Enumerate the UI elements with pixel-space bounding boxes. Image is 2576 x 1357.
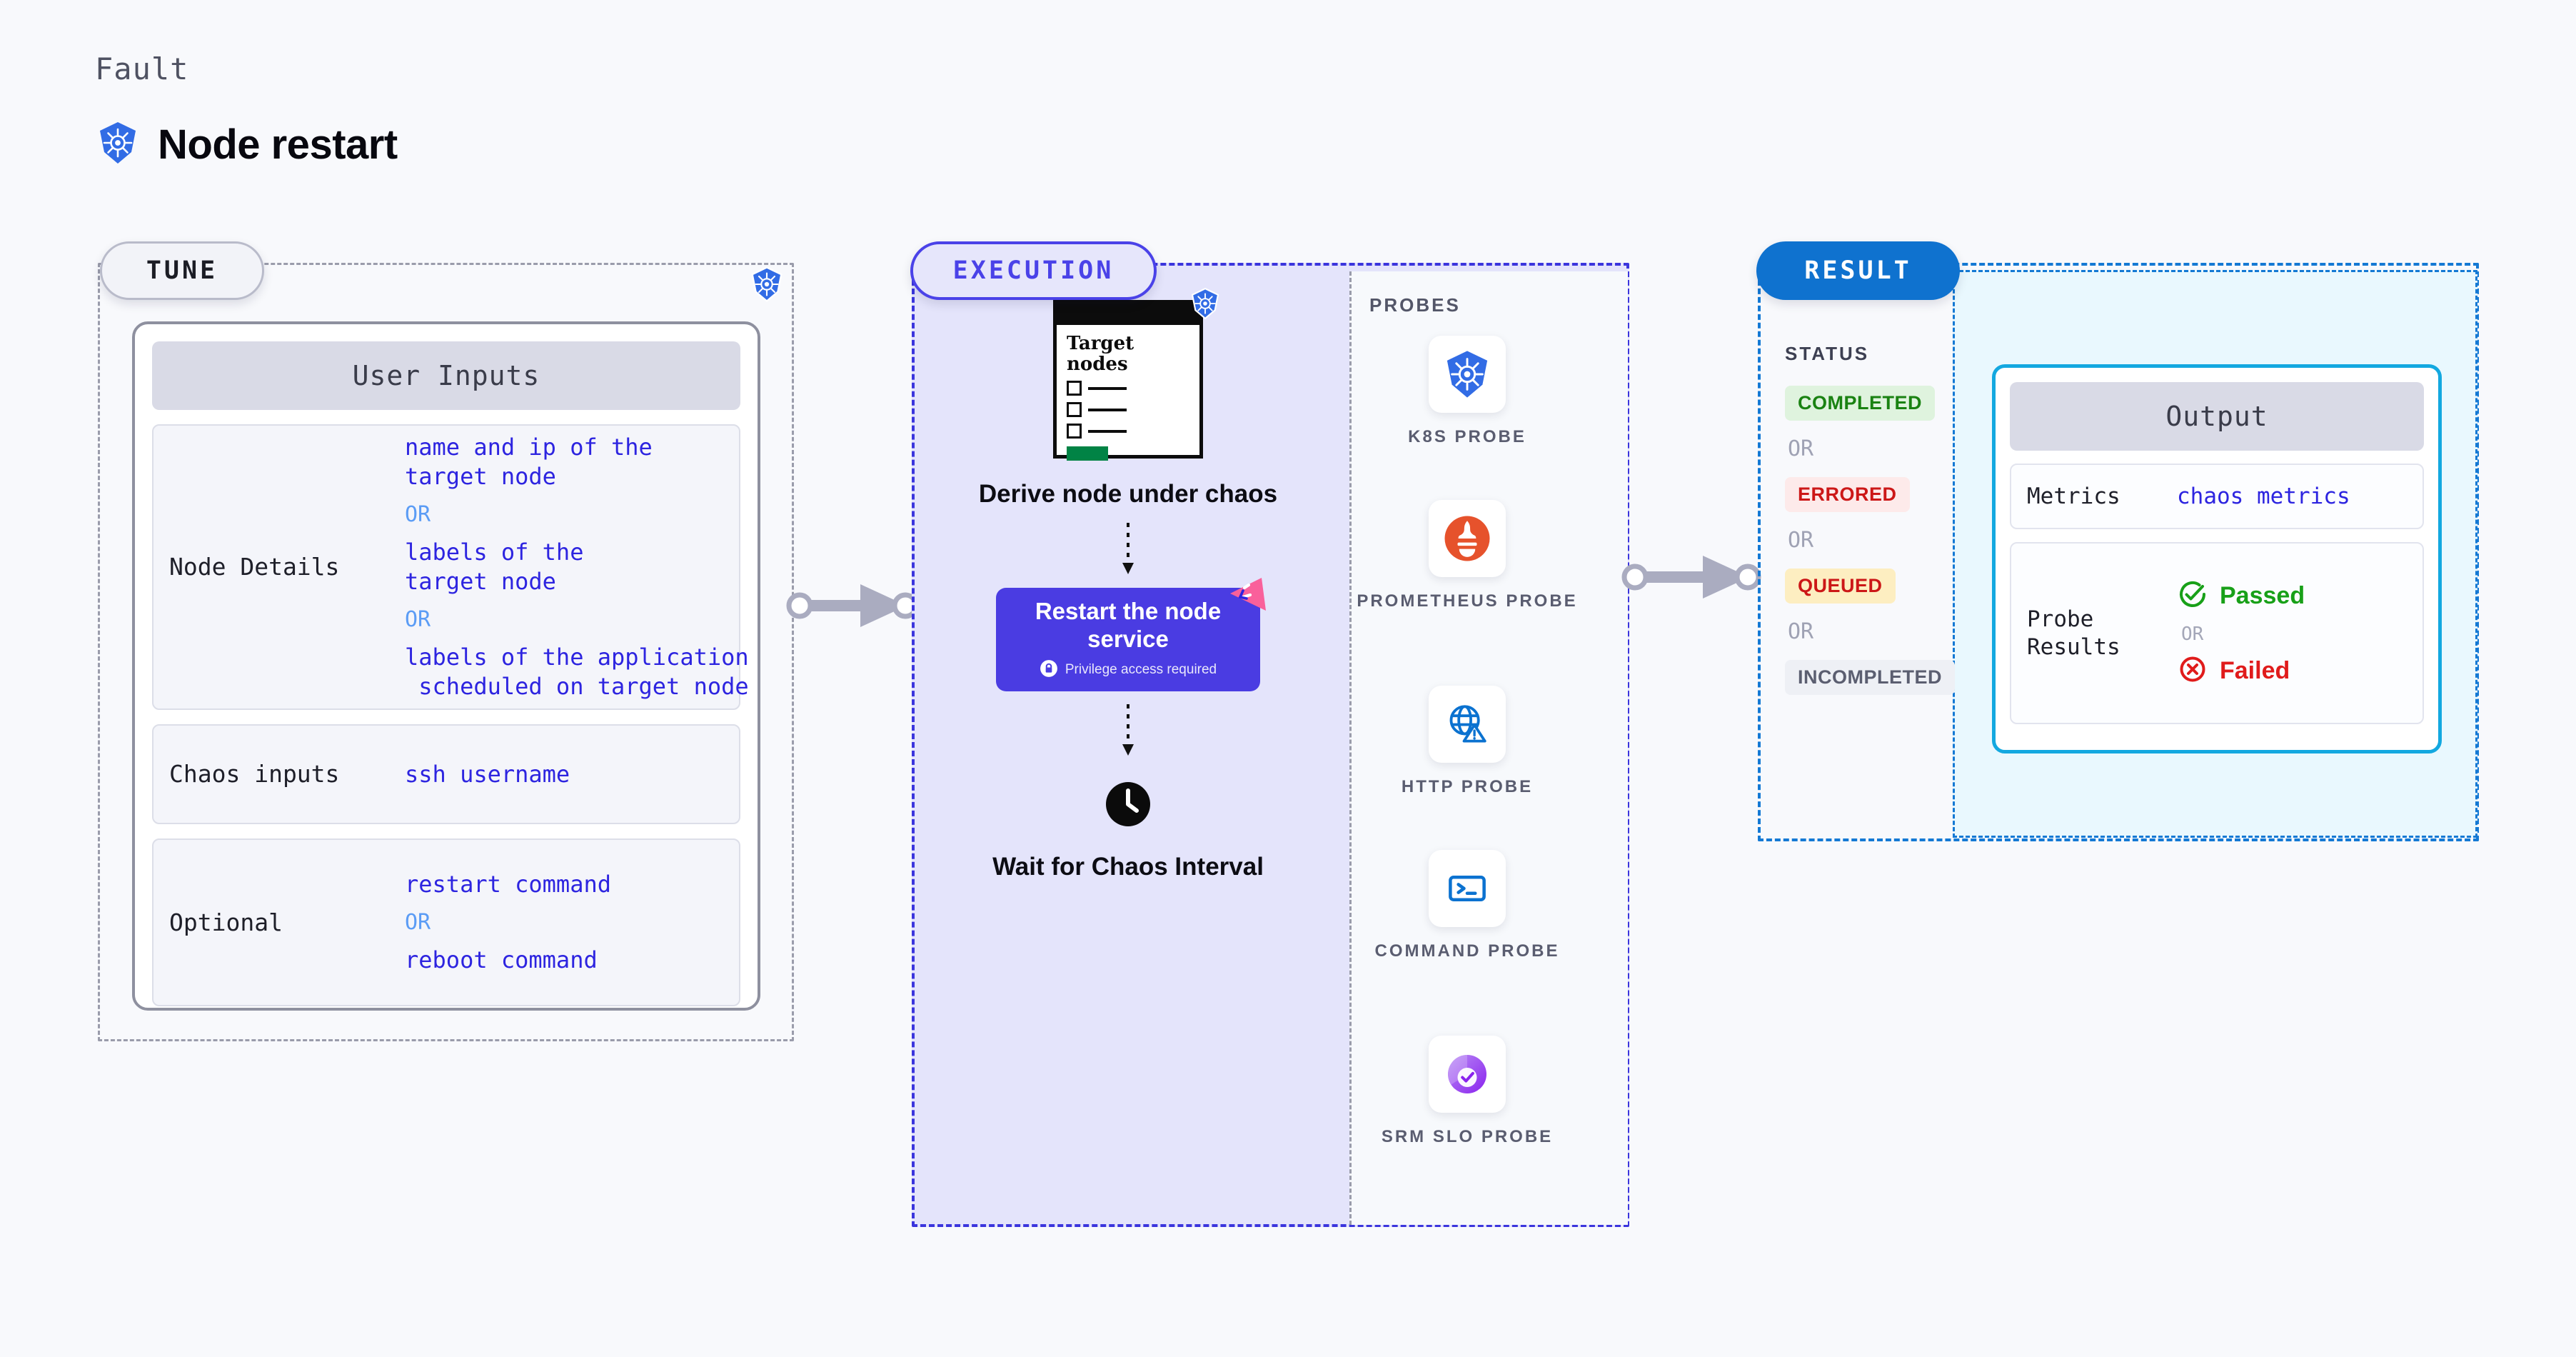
target-nodes-heading: Target nodes — [1067, 333, 1134, 375]
output-title: Output — [2010, 382, 2424, 451]
status-badge: QUEUED — [1785, 569, 1896, 604]
placeholder-line — [1088, 408, 1127, 411]
target-node-item — [1067, 402, 1189, 418]
tab-execution[interactable]: EXECUTION — [910, 241, 1157, 300]
step-caption-wait-interval: Wait for Chaos Interval — [992, 852, 1264, 881]
placeholder-line — [1088, 386, 1127, 390]
kubernetes-icon — [748, 266, 785, 306]
kubernetes-icon — [95, 120, 141, 169]
selected-indicator — [1067, 446, 1108, 461]
target-node-item — [1067, 424, 1189, 439]
input-separator: OR — [405, 910, 431, 935]
verdict-failed: Failed — [2177, 654, 2305, 688]
input-separator: OR — [405, 502, 431, 528]
fault-kicker: Fault — [95, 51, 189, 86]
target-nodes-card: Target nodes — [1053, 287, 1219, 461]
execution-flow: Target nodes — [928, 287, 1328, 882]
status-separator: OR — [1788, 528, 1814, 553]
input-key: Optional — [169, 908, 283, 936]
output-row-probe-results: Probe Results Passed OR — [2010, 542, 2424, 724]
status-separator: OR — [1788, 436, 1814, 461]
kubernetes-icon — [1189, 287, 1222, 324]
input-row-optional: Optional restart command OR reboot comma… — [152, 838, 740, 1006]
output-value: chaos metrics — [2177, 484, 2350, 509]
status-badge: ERRORED — [1785, 477, 1910, 512]
result-stage-container — [1758, 263, 2479, 841]
status-separator: OR — [1788, 619, 1814, 644]
revert-flag-icon — [1224, 577, 1269, 620]
step-caption-restart: Restart the node service — [1035, 597, 1222, 652]
probe-command[interactable]: COMMAND PROBE — [1353, 850, 1581, 963]
verdict-passed: Passed — [2177, 579, 2305, 614]
probe-label: COMMAND PROBE — [1374, 941, 1560, 961]
output-key: Metrics — [2027, 483, 2120, 509]
status-badge: COMPLETED — [1785, 386, 1936, 421]
srm-slo-icon — [1429, 1036, 1506, 1113]
probe-srm-slo[interactable]: SRM SLO PROBE — [1353, 1036, 1581, 1148]
prometheus-icon — [1429, 500, 1506, 577]
input-value: labels of the target node — [405, 539, 584, 595]
tune-stage-container — [98, 263, 794, 1041]
step-restart-node-service[interactable]: Restart the node service Privilege acces… — [996, 577, 1266, 691]
target-node-item — [1067, 381, 1189, 396]
input-row-chaos-inputs: Chaos inputs ssh username — [152, 724, 740, 824]
x-circle-icon — [2177, 654, 2208, 688]
probes-title: PROBES — [1369, 294, 1461, 316]
verdict-label: Passed — [2220, 581, 2305, 609]
probe-http[interactable]: HTTP PROBE — [1353, 686, 1581, 798]
kubernetes-icon — [1429, 336, 1506, 413]
connector-execution-to-result — [1621, 543, 1764, 615]
input-value: name and ip of the target node — [405, 434, 653, 491]
probe-prometheus[interactable]: PROMETHEUS PROBE — [1353, 500, 1581, 613]
input-value: reboot command — [405, 946, 598, 973]
probe-k8s[interactable]: K8S PROBE — [1353, 336, 1581, 449]
checkbox-icon — [1067, 402, 1082, 418]
window-titlebar — [1057, 304, 1199, 325]
flow-arrow-icon — [1120, 703, 1137, 762]
privilege-note: Privilege access required — [1040, 659, 1217, 681]
tab-tune[interactable]: TUNE — [100, 241, 264, 300]
privilege-note-text: Privilege access required — [1065, 662, 1217, 678]
status-title: STATUS — [1785, 343, 1870, 364]
probe-label: HTTP PROBE — [1401, 777, 1534, 796]
status-list: COMPLETED OR ERRORED OR QUEUED OR INCOMP… — [1785, 386, 1999, 695]
output-card: Output Metrics chaos metrics Probe Resul… — [1992, 364, 2442, 753]
flow-arrow-icon — [1120, 522, 1137, 581]
checkbox-icon — [1067, 424, 1082, 439]
input-key: Node Details — [169, 553, 340, 581]
lock-icon — [1040, 659, 1058, 681]
check-circle-icon — [2177, 579, 2208, 614]
input-key: Chaos inputs — [169, 760, 340, 788]
verdict-label: Failed — [2220, 656, 2290, 684]
input-separator: OR — [405, 606, 431, 632]
input-row-node-details: Node Details name and ip of the target n… — [152, 424, 749, 710]
output-row-metrics: Metrics chaos metrics — [2010, 464, 2424, 529]
probe-label: PROMETHEUS PROBE — [1357, 591, 1578, 611]
checkbox-icon — [1067, 381, 1082, 396]
input-value: labels of the application scheduled on t… — [405, 643, 749, 700]
tab-result[interactable]: RESULT — [1756, 241, 1960, 300]
verdict-separator: OR — [2181, 623, 2204, 645]
status-badge: INCOMPLETED — [1785, 660, 1956, 695]
connector-tune-to-execution — [785, 571, 921, 644]
step-caption-derive-node: Derive node under chaos — [978, 480, 1278, 508]
terminal-icon — [1429, 850, 1506, 927]
input-value: ssh username — [405, 760, 570, 788]
page-title-row: Node restart — [95, 120, 398, 169]
input-value: restart command — [405, 871, 611, 898]
placeholder-line — [1088, 429, 1127, 433]
page-title: Node restart — [158, 121, 398, 168]
clock-icon — [1105, 781, 1152, 831]
user-inputs-card: User Inputs Node Details name and ip of … — [132, 321, 760, 1011]
user-inputs-title: User Inputs — [152, 341, 740, 410]
probe-label: K8S PROBE — [1408, 427, 1526, 446]
globe-warning-icon — [1429, 686, 1506, 763]
output-key: Probe Results — [2027, 606, 2120, 660]
probe-label: SRM SLO PROBE — [1381, 1127, 1554, 1146]
